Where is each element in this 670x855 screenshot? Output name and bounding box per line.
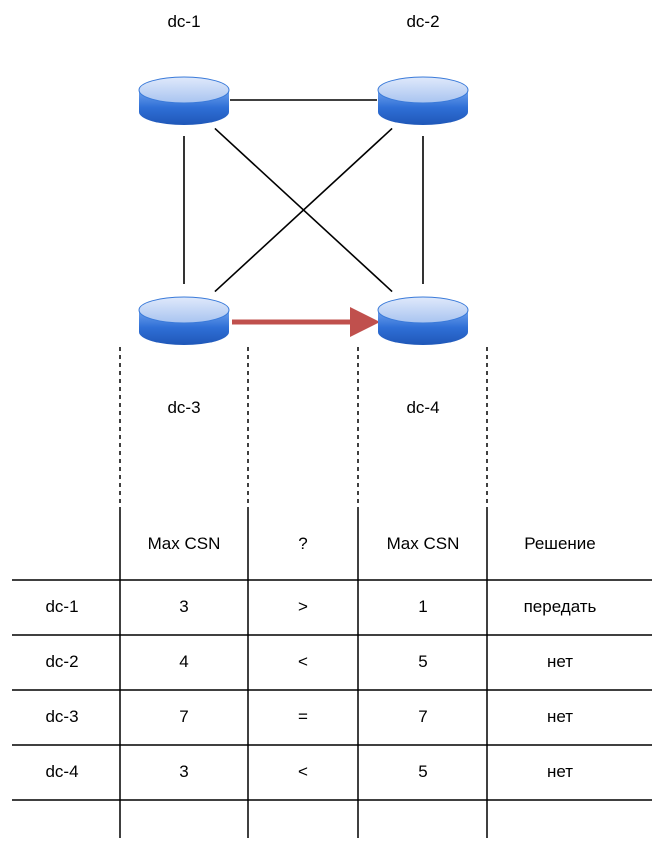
node-label-dc-2: dc-2	[406, 12, 440, 31]
router-icon-dc-1	[138, 76, 230, 125]
routers	[138, 76, 469, 345]
row-dc-4-decision: нет	[546, 762, 574, 781]
row-dc-2-comparison: <	[298, 652, 308, 671]
header-max-csn-target: Max CSN	[386, 534, 460, 553]
row-dc-2-source-csn: 4	[179, 652, 189, 671]
header-decision: Решение	[524, 534, 596, 553]
row-dc-4-name: dc-4	[45, 762, 79, 781]
network-links	[183, 99, 424, 293]
row-dc-1-target-csn: 1	[418, 597, 428, 616]
node-label-dc-4: dc-4	[406, 398, 440, 417]
row-dc-3-name: dc-3	[45, 707, 79, 726]
table-grid	[12, 507, 652, 838]
row-dc-4-comparison: <	[298, 762, 308, 781]
row-dc-1-source-csn: 3	[179, 597, 189, 616]
row-dc-1-decision: передать	[523, 597, 597, 616]
node-label-dc-1: dc-1	[167, 12, 201, 31]
node-label-dc-3: dc-3	[167, 398, 201, 417]
header-comparison: ?	[298, 534, 308, 553]
row-dc-3-target-csn: 7	[418, 707, 428, 726]
router-icon-dc-3	[138, 296, 230, 345]
row-dc-4-target-csn: 5	[418, 762, 428, 781]
router-icon-dc-4	[377, 296, 469, 345]
row-dc-3-source-csn: 7	[179, 707, 189, 726]
row-dc-2-target-csn: 5	[418, 652, 428, 671]
header-max-csn-source: Max CSN	[147, 534, 221, 553]
router-icon-dc-2	[377, 76, 469, 125]
row-dc-1-name: dc-1	[45, 597, 79, 616]
row-dc-3-comparison: =	[298, 707, 308, 726]
row-dc-2-decision: нет	[546, 652, 574, 671]
row-dc-3-decision: нет	[546, 707, 574, 726]
row-dc-2-name: dc-2	[45, 652, 79, 671]
column-guides	[119, 347, 488, 507]
row-dc-1-comparison: >	[298, 597, 308, 616]
link-dc-2-dc-3	[214, 127, 393, 293]
row-dc-4-source-csn: 3	[179, 762, 189, 781]
